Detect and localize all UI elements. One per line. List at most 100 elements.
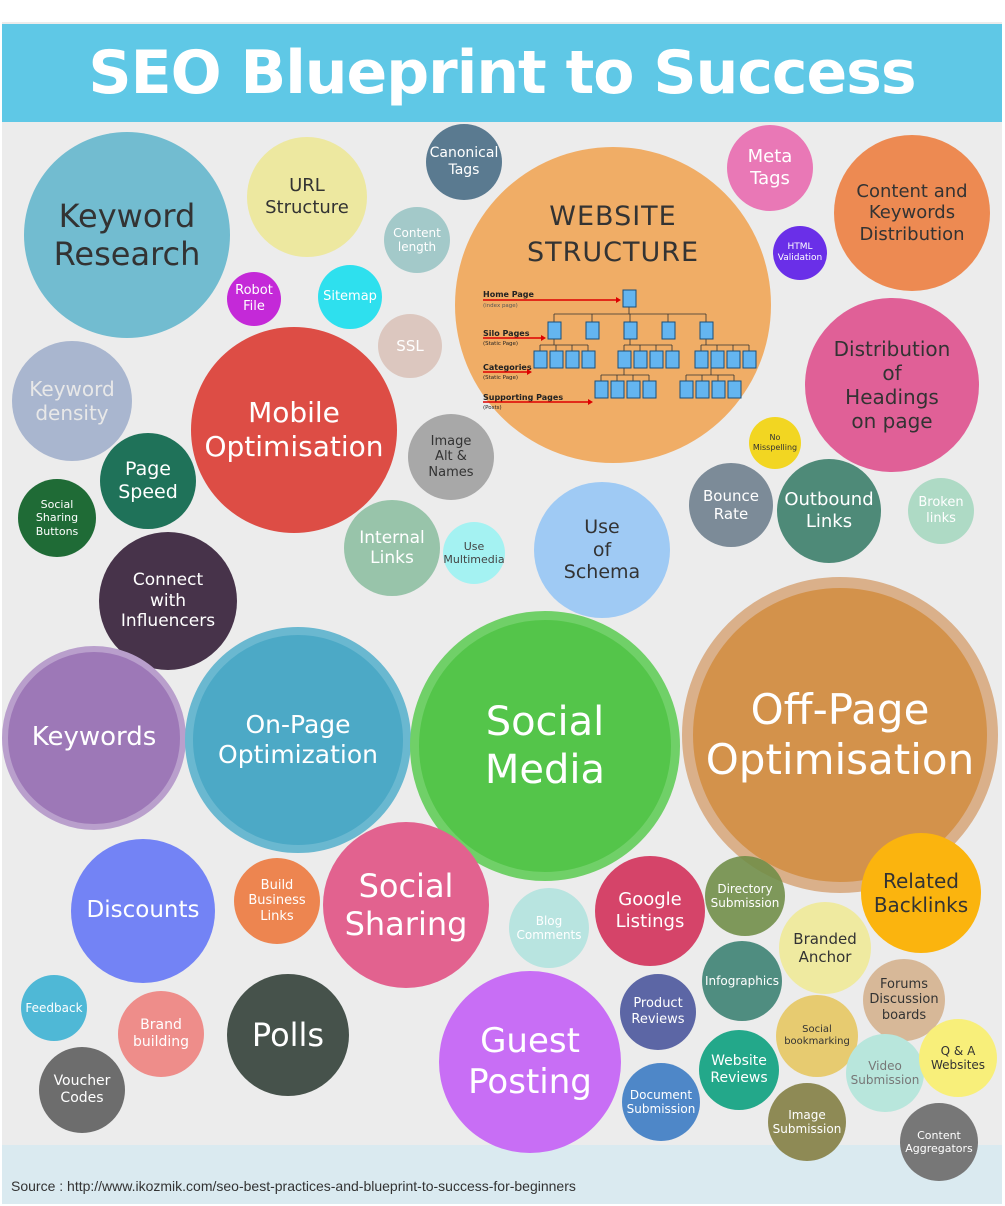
page-box: [661, 321, 676, 340]
bubble-use-multimedia: Use Multimedia: [443, 522, 505, 584]
level-label: Home Page: [483, 290, 535, 299]
bubble-label: Infographics: [704, 973, 780, 988]
bubble-label: Content Aggregators: [905, 1128, 973, 1155]
page-boxes: [533, 289, 757, 399]
bubble-label: Keyword density: [29, 377, 115, 425]
bubble-label: Related Backlinks: [873, 869, 969, 917]
bubble-directory-submission: Directory Submission: [705, 856, 785, 936]
page-box: [623, 321, 638, 340]
bubble-robot-file: Robot File: [227, 272, 281, 326]
page-box: [742, 350, 757, 369]
bubble-label: Polls: [251, 1015, 325, 1054]
level-label: Silo Pages: [483, 329, 530, 338]
bubble-label: SSL: [396, 337, 424, 355]
bubble-label: Use of Schema: [563, 515, 641, 584]
bubble-canonical-tags: Canonical Tags: [426, 124, 502, 200]
bubble-brand-building: Brand building: [118, 991, 204, 1077]
bubble-build-business-links: Build Business Links: [234, 858, 320, 944]
bubble-cluster: Keyword Research URL Structure Canonical T…: [2, 22, 1002, 1204]
bubble-label: Use Multimedia: [443, 539, 505, 566]
bubble-outbound-links: Outbound Links: [777, 459, 881, 563]
source-footer: Source : http://www.ikozmik.com/seo-best…: [2, 1145, 1002, 1204]
level-sub: (Posts): [483, 405, 502, 411]
bubble-label: Social Sharing Buttons: [35, 498, 79, 538]
bubble-social-bookmarking: Social bookmarking: [776, 995, 858, 1077]
page-box: [665, 350, 680, 369]
bubble-polls: Polls: [227, 974, 349, 1096]
bubble-label: Build Business Links: [248, 877, 306, 924]
bubble-label: Off-Page Optimisation: [705, 684, 975, 784]
bubble-content-length: Content length: [384, 207, 450, 273]
bubble-mobile-optimisation: Mobile Optimisation: [191, 327, 397, 533]
bubble-label: Broken links: [918, 495, 964, 526]
bubble-label: Directory Submission: [710, 881, 780, 910]
source-text: Source : http://www.ikozmik.com/seo-best…: [11, 1178, 576, 1194]
bubble-branded-anchor: Branded Anchor: [779, 902, 871, 994]
title-banner: SEO Blueprint to Success: [2, 24, 1002, 122]
page-box: [694, 350, 709, 369]
bubble-sitemap: Sitemap: [318, 265, 382, 329]
level-sub: (Static Page): [483, 341, 518, 347]
bubble-label: Content and Keywords Distribution: [856, 180, 968, 245]
bubble-label: Distribution of Headings on page: [833, 337, 951, 433]
infographic-canvas: SEO Blueprint to Success Source : http:/…: [2, 22, 1002, 1204]
arrow-head: [616, 297, 621, 303]
bubble-label: Social Sharing: [344, 866, 468, 943]
page-box: [617, 350, 632, 369]
arrow-head: [527, 369, 532, 375]
bubble-label: Connect with Influencers: [120, 570, 216, 632]
bubble-page-speed: Page Speed: [100, 433, 196, 529]
bubble-label: HTML Validation: [777, 242, 823, 263]
site-hierarchy-diagram: Home Page (index page) Silo Pages (Stati…: [483, 289, 757, 411]
page-box: [581, 350, 596, 369]
bubble-label: Mobile Optimisation: [204, 396, 384, 463]
bubble-label: URL Structure: [265, 175, 349, 218]
page-box: [726, 350, 741, 369]
bubble-forums-discussion-boards: Forums Discussion boards: [863, 959, 945, 1041]
page-title: SEO Blueprint to Success: [88, 38, 916, 108]
level-label: Categories: [483, 363, 532, 372]
bubble-label: Google Listings: [615, 889, 685, 932]
page-box: [642, 380, 657, 399]
bubble-label: Meta Tags: [747, 146, 793, 189]
arrow-head: [541, 335, 546, 341]
bubble-label: Image Alt & Names: [428, 433, 474, 480]
bubble-infographics: Infographics: [702, 941, 782, 1021]
bubble-video-submission: Video Submission: [846, 1034, 924, 1112]
bubble-website-reviews: Website Reviews: [699, 1030, 779, 1110]
bubble-label: Feedback: [25, 1000, 83, 1015]
page-box: [711, 380, 726, 399]
bubble-url-structure: URL Structure: [247, 137, 367, 257]
bubble-label: Robot File: [235, 283, 273, 314]
website-structure-title: WEBSITE STRUCTURE: [526, 201, 700, 269]
bubble-label: Image Submission: [772, 1107, 842, 1136]
bubble-label: Product Reviews: [631, 996, 685, 1027]
page-box: [699, 321, 714, 340]
bubble-label: Branded Anchor: [793, 930, 857, 966]
page-box: [549, 350, 564, 369]
page-box: [695, 380, 710, 399]
bubble-google-listings: Google Listings: [595, 856, 705, 966]
page-box: [585, 321, 600, 340]
bubble-blog-comments: Blog Comments: [509, 888, 589, 968]
bubble-distribution-of-headings-on-page: Distribution of Headings on page: [805, 298, 979, 472]
bubble-meta-tags: Meta Tags: [727, 125, 813, 211]
bubble-feedback: Feedback: [21, 975, 87, 1041]
bubble-social-media: Social Media: [410, 611, 680, 881]
page-box: [610, 380, 625, 399]
bubble-html-validation: HTML Validation: [773, 226, 827, 280]
page-box: [727, 380, 742, 399]
bubble-label: Discounts: [86, 897, 200, 924]
bubble-use-of-schema: Use of Schema: [534, 482, 670, 618]
bubble-related-backlinks: Related Backlinks: [861, 833, 981, 953]
bubble-label: Internal Links: [359, 527, 425, 568]
page-box: [649, 350, 664, 369]
bubble-label: Q & A Websites: [930, 1043, 986, 1072]
website-structure-bubble: WEBSITE STRUCTURE Home Page (index page)…: [455, 147, 771, 463]
page-box: [710, 350, 725, 369]
page-box: [565, 350, 580, 369]
bubble-label: Blog Comments: [516, 913, 582, 942]
bubble-discounts: Discounts: [71, 839, 215, 983]
bubble-keyword-research: Keyword Research: [24, 132, 230, 338]
bubble-label: Outbound Links: [784, 489, 874, 532]
